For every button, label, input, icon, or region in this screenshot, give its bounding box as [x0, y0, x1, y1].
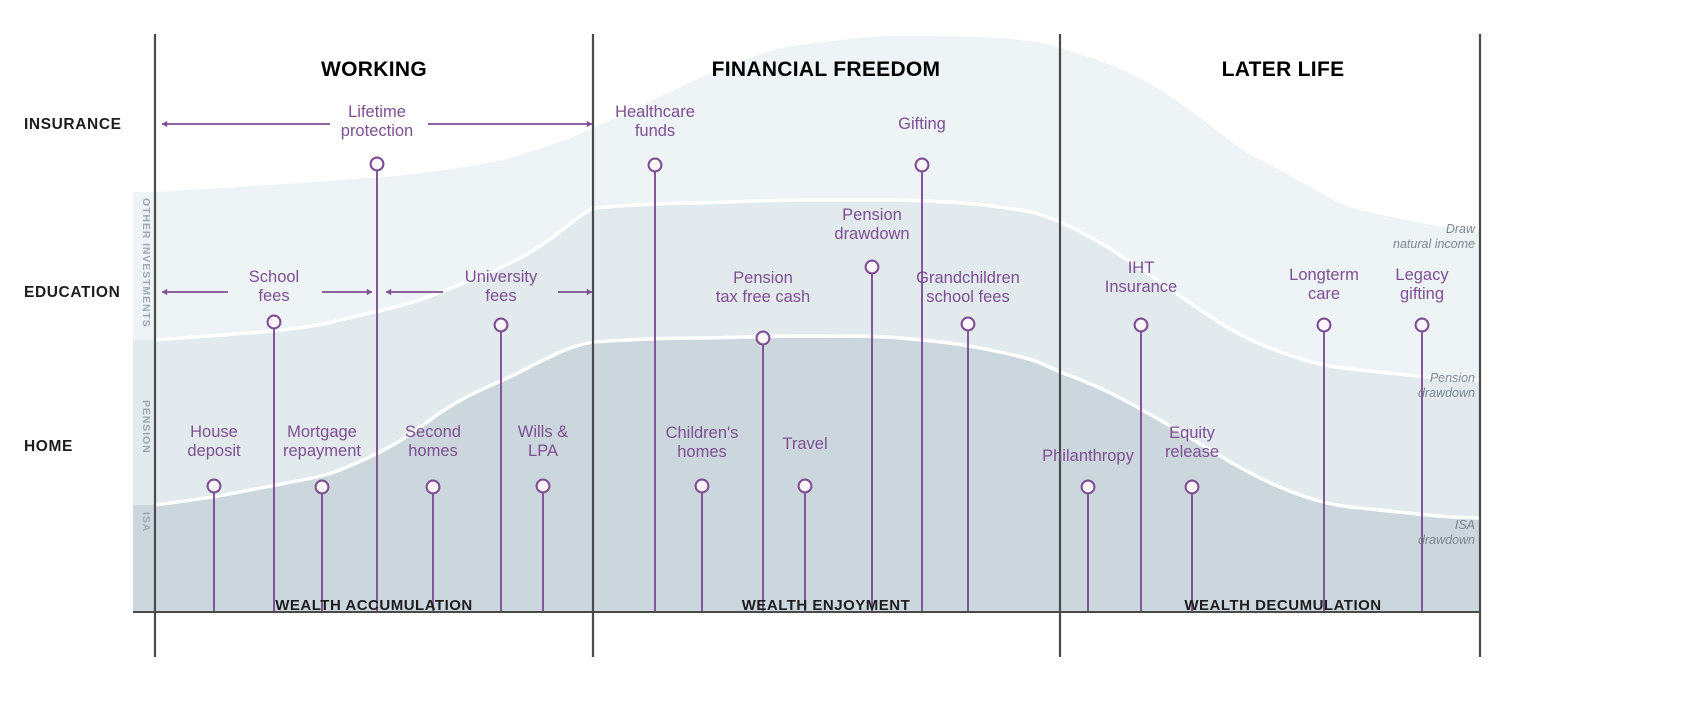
- node-label-philanthropy: Philanthropy: [1042, 447, 1134, 465]
- marker-university-fees[interactable]: [493, 317, 509, 333]
- row-label-home: HOME: [24, 438, 73, 455]
- band-area-pension: [155, 200, 1480, 518]
- row-label-insurance: INSURANCE: [24, 116, 122, 133]
- marker-wills-lpa[interactable]: [535, 478, 551, 494]
- node-label-childrens-homes: Children's homes: [665, 424, 739, 462]
- marker-healthcare-funds[interactable]: [647, 157, 663, 173]
- marker-mortgage-repayment[interactable]: [314, 479, 330, 495]
- band-caption-isa-drawdown: ISA drawdown: [1418, 518, 1475, 547]
- node-label-healthcare-funds: Healthcare funds: [615, 103, 695, 141]
- marker-house-deposit[interactable]: [206, 478, 222, 494]
- marker-lifetime-protection[interactable]: [369, 156, 385, 172]
- band-area-isa: [155, 336, 1480, 612]
- university-fees-span-left-head: [386, 288, 392, 296]
- node-label-wills-lpa: Wills & LPA: [517, 423, 569, 461]
- marker-second-homes[interactable]: [425, 479, 441, 495]
- lifetime-protection-span-left-head: [162, 120, 168, 128]
- node-label-grandchildren-school-fees: Grandchildren school fees: [916, 269, 1020, 307]
- marker-travel[interactable]: [797, 478, 813, 494]
- node-label-pension-drawdown: Pension drawdown: [834, 206, 910, 244]
- node-label-second-homes: Second homes: [405, 423, 461, 461]
- node-label-mortgage-repayment: Mortgage repayment: [283, 423, 361, 461]
- node-label-legacy-gifting: Legacy gifting: [1395, 266, 1449, 304]
- marker-longterm-care[interactable]: [1316, 317, 1332, 333]
- stem-group: [206, 156, 1430, 612]
- school-fees-span-left-head: [162, 288, 168, 296]
- row-label-education: EDUCATION: [24, 284, 121, 301]
- footer-label-wealth-enjoyment: WEALTH ENJOYMENT: [741, 597, 911, 614]
- band-label-other-investments: OTHER INVESTMENTS: [140, 198, 152, 328]
- phase-title-financial-freedom: FINANCIAL FREEDOM: [711, 58, 941, 81]
- node-label-longterm-care: Longterm care: [1289, 266, 1359, 304]
- band-label-isa: ISA: [140, 512, 152, 533]
- marker-pension-tax-free-cash[interactable]: [755, 330, 771, 346]
- marker-pension-drawdown[interactable]: [864, 259, 880, 275]
- marker-iht-insurance[interactable]: [1133, 317, 1149, 333]
- stacked-area-bands: [155, 36, 1480, 612]
- phase-title-working: WORKING: [321, 58, 427, 81]
- node-label-equity-release: Equity release: [1164, 424, 1220, 462]
- marker-legacy-gifting[interactable]: [1414, 317, 1430, 333]
- band-divider-pension-top: [155, 198, 1480, 382]
- node-label-iht-insurance: IHT Insurance: [1104, 259, 1178, 297]
- marker-school-fees[interactable]: [266, 314, 282, 330]
- band-divider-isa-top: [155, 334, 1480, 520]
- node-label-pension-tax-free-cash: Pension tax free cash: [715, 269, 811, 307]
- school-fees-span-right-head: [366, 288, 372, 296]
- node-label-house-deposit: House deposit: [187, 423, 241, 461]
- marker-gifting[interactable]: [914, 157, 930, 173]
- footer-label-wealth-accumulation: WEALTH ACCUMULATION: [275, 597, 473, 614]
- footer-label-wealth-decumulation: WEALTH DECUMULATION: [1184, 597, 1382, 614]
- phase-title-later-life: LATER LIFE: [1221, 58, 1345, 81]
- node-label-gifting: Gifting: [898, 115, 946, 133]
- university-fees-span-right-head: [586, 288, 592, 296]
- band-area-other-investments: [155, 36, 1480, 380]
- band-caption-draw-natural-income: Draw natural income: [1393, 222, 1475, 251]
- span-arrow-group: [162, 120, 592, 296]
- marker-grandchildren-school-fees[interactable]: [960, 316, 976, 332]
- node-label-lifetime-protection: Lifetime protection: [340, 103, 414, 141]
- band-caption-pension-drawdown: Pension drawdown: [1418, 371, 1475, 400]
- marker-philanthropy[interactable]: [1080, 479, 1096, 495]
- node-label-university-fees: University fees: [464, 268, 538, 306]
- marker-equity-release[interactable]: [1184, 479, 1200, 495]
- node-label-school-fees: School fees: [248, 268, 300, 306]
- lifetime-protection-span-right-head: [586, 120, 592, 128]
- marker-childrens-homes[interactable]: [694, 478, 710, 494]
- band-label-strip: [133, 192, 155, 612]
- node-label-travel: Travel: [782, 435, 828, 453]
